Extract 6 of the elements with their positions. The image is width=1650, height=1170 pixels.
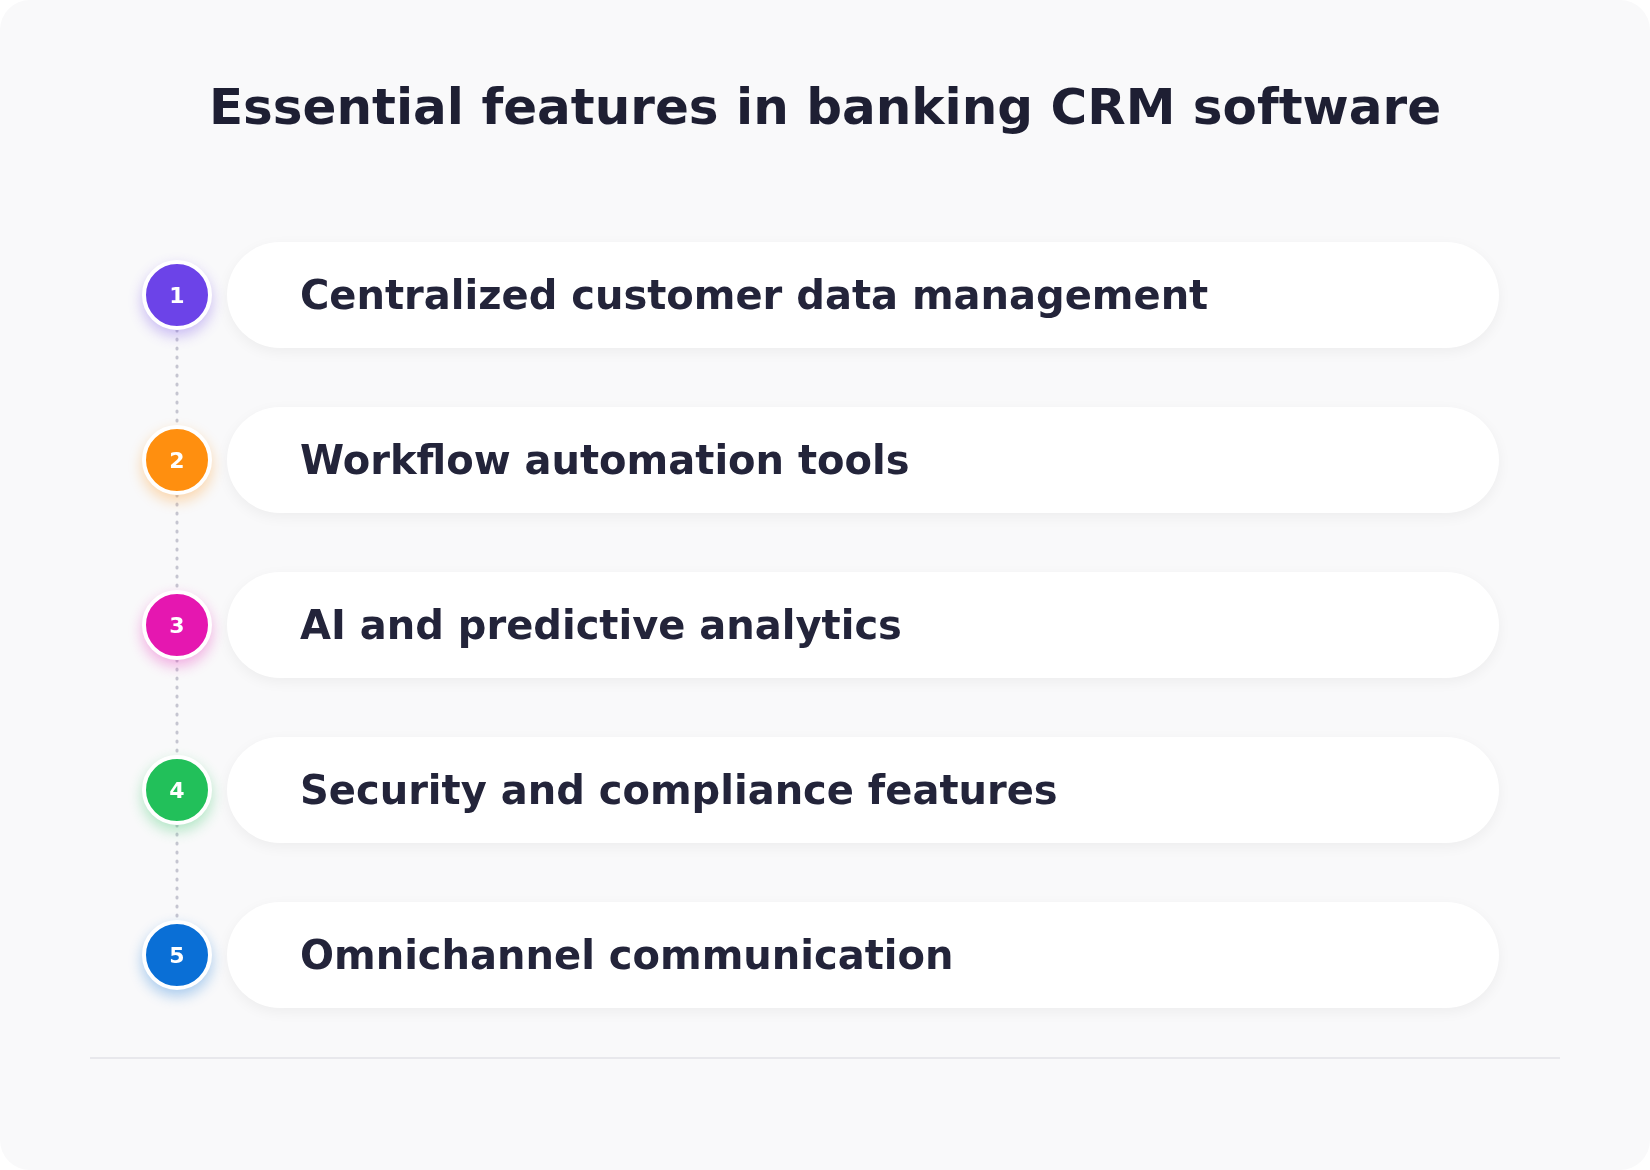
title: Essential features in banking CRM software (207, 78, 1443, 136)
feature-text: Workflow automation tools (300, 437, 910, 483)
feature-text: Security and compliance features (300, 767, 1058, 813)
feature-text: Centralized customer data management (300, 272, 1209, 318)
feature-text: AI and predictive analytics (300, 602, 902, 648)
feature-text: Omnichannel communication (300, 932, 954, 978)
